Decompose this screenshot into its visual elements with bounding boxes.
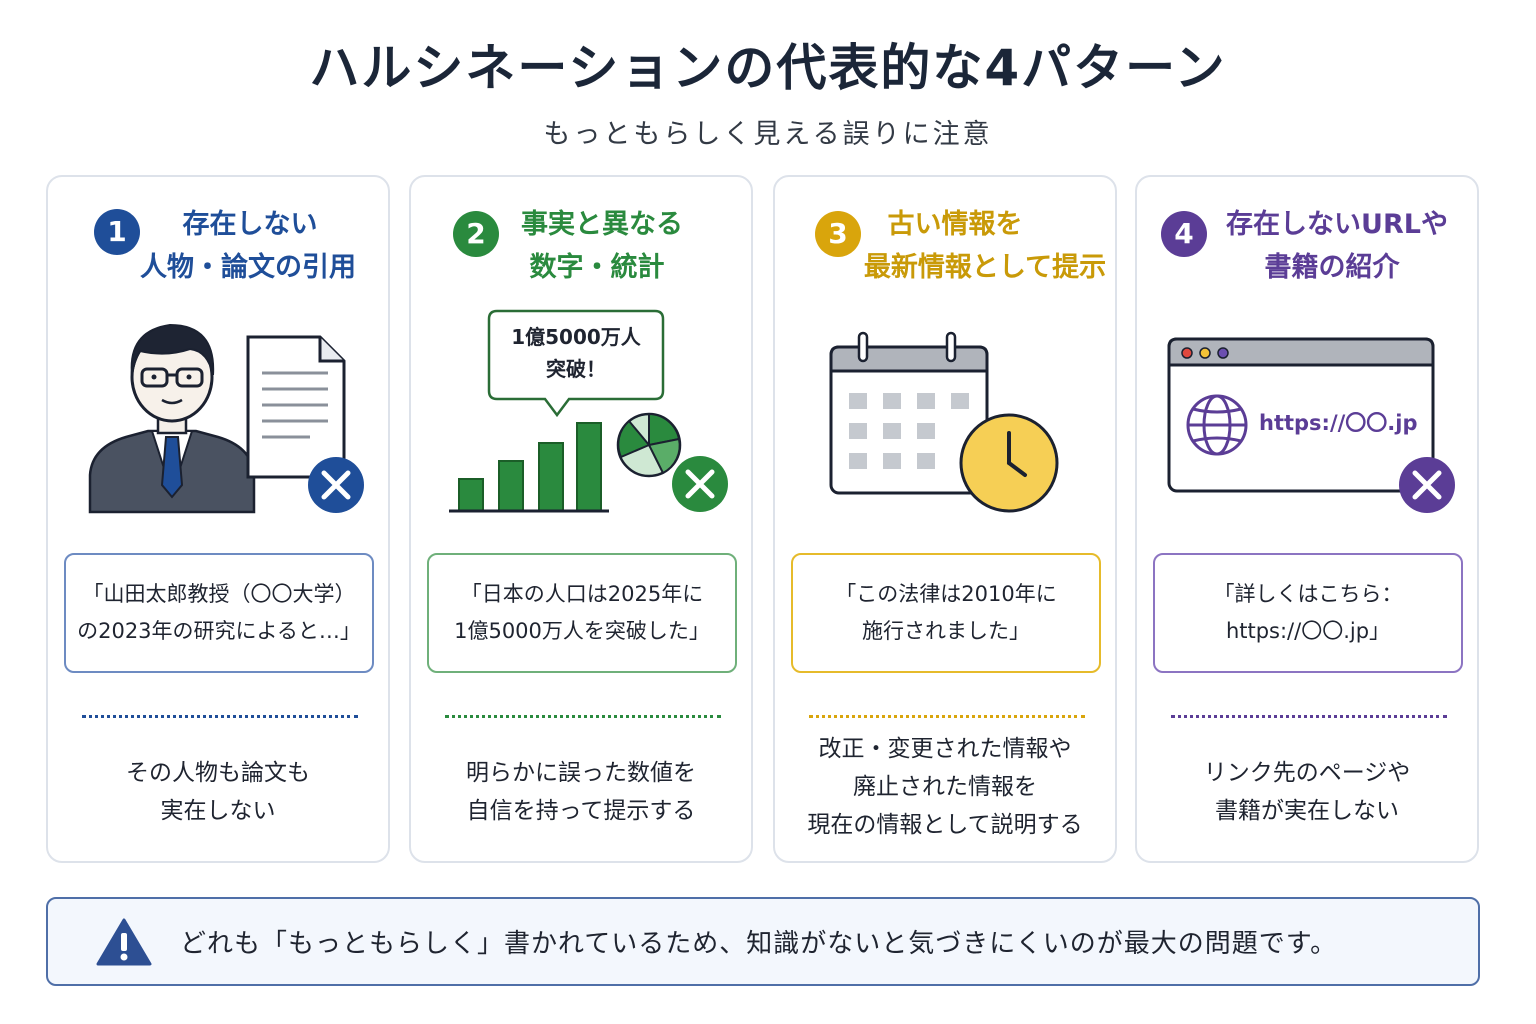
warning-icon — [96, 918, 152, 965]
illustration-person-document — [48, 297, 388, 527]
card-pattern-3: 3 古い情報を 最新情報として提示 「この法律は2010年 — [773, 175, 1117, 863]
pie-chart-icon — [616, 412, 682, 478]
card-description: その人物も論文も 実在しない — [126, 760, 310, 824]
calendar-icon — [829, 331, 989, 495]
card-title-line2: 最新情報として提示 — [863, 252, 1107, 283]
cross-icon — [1399, 457, 1455, 513]
dotted-divider — [1171, 715, 1447, 718]
card-description: 明らかに誤った数値を 自信を持って提示する — [466, 760, 696, 824]
cross-icon — [308, 457, 364, 513]
number-badge: 3 — [815, 211, 861, 257]
footer-note: どれも「もっともらしく」書かれているため、知識がないと気づきにくいのが最大の問題… — [46, 897, 1480, 986]
example-quote: 「山田太郎教授（〇〇大学） の2023年の研究によると…」 — [64, 553, 374, 673]
card-description: リンク先のページや 書籍が実在しない — [1203, 760, 1411, 824]
illustration-browser: https://〇〇.jp — [1137, 297, 1477, 527]
browser-window-icon — [1167, 337, 1435, 493]
example-quote: 「日本の人口は2025年に 1億5000万人を突破した」 — [427, 553, 737, 673]
card-header: 1 存在しない 人物・論文の引用 — [48, 203, 388, 293]
card-title-line1: 存在しないURLや — [1226, 209, 1448, 240]
example-quote: 「詳しくはこちら： https://〇〇.jp」 — [1153, 553, 1463, 673]
card-title-line2: 書籍の紹介 — [1264, 252, 1400, 283]
card-header: 4 存在しないURLや 書籍の紹介 — [1137, 203, 1477, 293]
number-badge: 1 — [94, 209, 140, 255]
illustration-calendar-clock — [775, 297, 1115, 527]
url-text: https://〇〇.jp — [1259, 411, 1418, 435]
dotted-divider — [809, 715, 1085, 718]
card-description: 改正・変更された情報や 廃止された情報を 現在の情報として説明する — [807, 736, 1083, 838]
card-pattern-1: 1 存在しない 人物・論文の引用 — [46, 175, 390, 863]
clock-icon — [959, 413, 1059, 513]
card-pattern-4: 4 存在しないURLや 書籍の紹介 http — [1135, 175, 1479, 863]
bar-chart-icon — [449, 422, 609, 513]
card-title-line1: 存在しない — [182, 209, 318, 240]
person-icon — [88, 323, 256, 514]
page-title: ハルシネーションの代表的な4パターン — [309, 39, 1227, 97]
number-badge: 4 — [1161, 211, 1207, 257]
card-pattern-2: 2 事実と異なる 数字・統計 — [409, 175, 753, 863]
card-title-line2: 数字・統計 — [529, 252, 665, 283]
example-quote: 「この法律は2010年に 施行されました」 — [791, 553, 1101, 673]
document-icon — [246, 335, 346, 479]
card-header: 2 事実と異なる 数字・統計 — [411, 203, 751, 293]
dotted-divider — [82, 715, 358, 718]
page-subtitle: もっともらしく見える誤りに注意 — [543, 119, 993, 150]
globe-icon — [1186, 394, 1248, 456]
card-title-line1: 古い情報を — [887, 209, 1023, 240]
card-title-line1: 事実と異なる — [521, 209, 683, 240]
footer-text: どれも「もっともらしく」書かれているため、知識がないと気づきにくいのが最大の問題… — [180, 929, 1338, 959]
bubble-text: 1億5000万人 突破！ — [511, 325, 641, 381]
cross-icon — [672, 456, 728, 512]
illustration-statistics: 1億5000万人 突破！ — [411, 297, 751, 527]
card-header: 3 古い情報を 最新情報として提示 — [775, 203, 1115, 293]
dotted-divider — [445, 715, 721, 718]
speech-bubble-icon — [487, 309, 665, 418]
card-title-line2: 人物・論文の引用 — [140, 252, 356, 283]
number-badge: 2 — [453, 211, 499, 257]
